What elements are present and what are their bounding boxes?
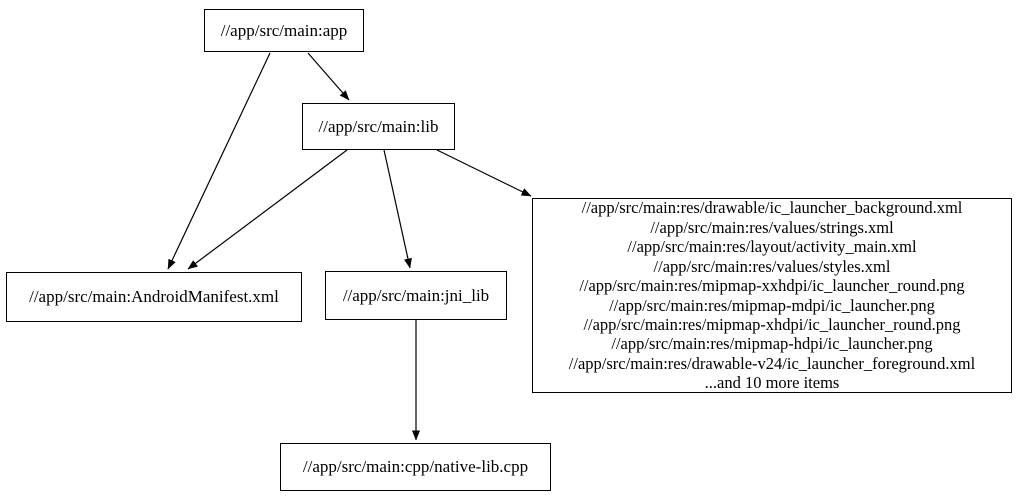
edge-lib-to-resources bbox=[436, 149, 532, 197]
node-jni-lib-label: //app/src/main:jni_lib bbox=[342, 285, 490, 305]
node-app-label: //app/src/main:app bbox=[220, 20, 348, 40]
resource-line-more: ...and 10 more items bbox=[704, 373, 840, 393]
edge-app-to-lib bbox=[307, 52, 350, 101]
node-lib-label: //app/src/main:lib bbox=[318, 116, 439, 136]
resource-line: //app/src/main:res/values/strings.xml bbox=[650, 217, 894, 237]
node-android-manifest-label: //app/src/main:AndroidManifest.xml bbox=[29, 287, 279, 306]
edge-app-to-manifest bbox=[167, 52, 271, 270]
node-app: //app/src/main:app bbox=[204, 9, 364, 52]
resource-line: //app/src/main:res/drawable-v24/ic_launc… bbox=[568, 353, 976, 373]
resource-line: //app/src/main:res/mipmap-xhdpi/ic_launc… bbox=[583, 314, 961, 334]
node-native-lib-cpp: //app/src/main:cpp/native-lib.cpp bbox=[280, 443, 551, 491]
edge-lib-to-jni-lib bbox=[383, 149, 412, 269]
node-android-manifest: //app/src/main:AndroidManifest.xml bbox=[6, 272, 302, 322]
node-lib: //app/src/main:lib bbox=[302, 103, 455, 150]
edge-lib-to-manifest bbox=[187, 149, 348, 270]
node-native-lib-cpp-label: //app/src/main:cpp/native-lib.cpp bbox=[302, 457, 529, 476]
resource-line: //app/src/main:res/layout/activity_main.… bbox=[627, 237, 917, 257]
resource-line: //app/src/main:res/mipmap-mdpi/ic_launch… bbox=[609, 295, 935, 315]
resource-line: //app/src/main:res/values/styles.xml bbox=[653, 256, 891, 276]
resource-line: //app/src/main:res/drawable/ic_launcher_… bbox=[581, 198, 963, 218]
node-resources-group: //app/src/main:res/drawable/ic_launcher_… bbox=[532, 198, 1012, 393]
node-jni-lib: //app/src/main:jni_lib bbox=[325, 271, 507, 320]
resource-line: //app/src/main:res/mipmap-xxhdpi/ic_laun… bbox=[579, 276, 965, 296]
resource-line: //app/src/main:res/mipmap-hdpi/ic_launch… bbox=[611, 334, 933, 354]
